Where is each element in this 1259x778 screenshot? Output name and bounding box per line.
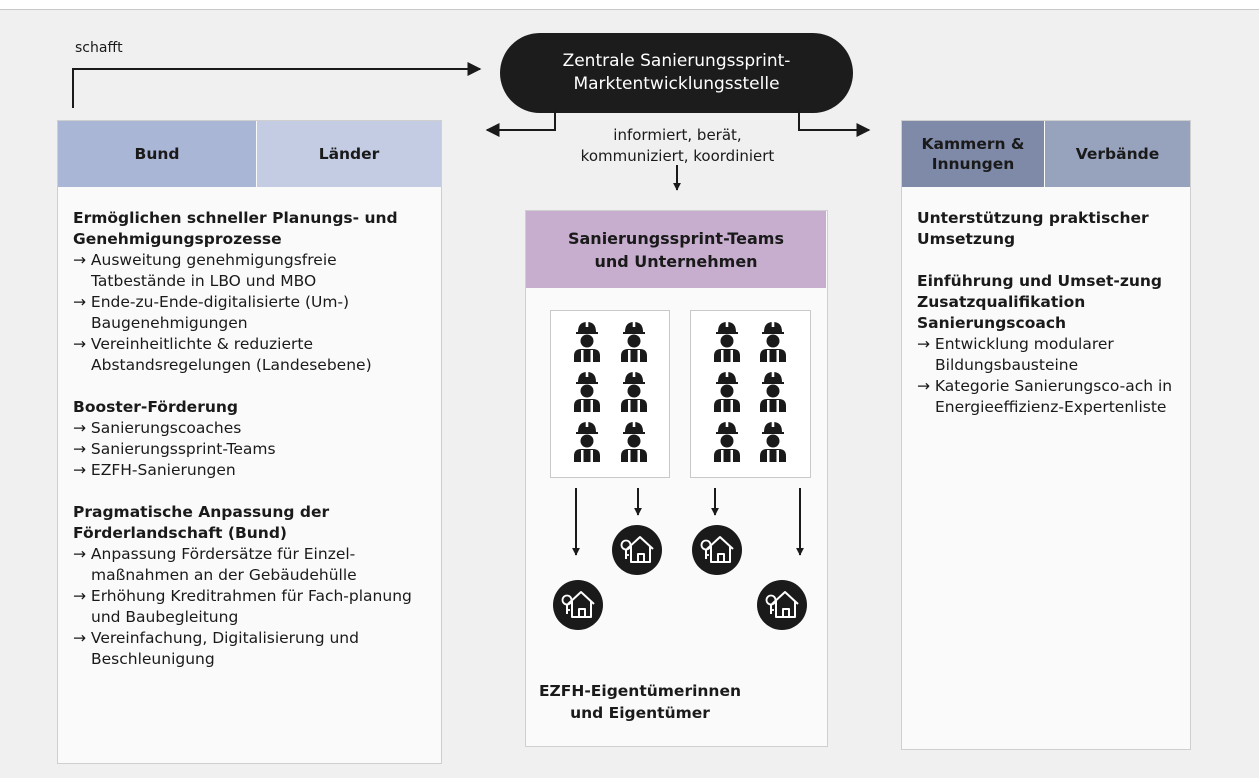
header-verbaende-label: Verbände (1075, 145, 1160, 163)
middle-panel: Sanierungssprint-Teams und Unternehmen (525, 210, 828, 747)
list-item: → Ausweitung genehmigungsfreie Tatbestän… (73, 251, 337, 290)
worker-icon (574, 372, 600, 412)
worker-icon (760, 372, 786, 412)
arrow-to-left-panel (485, 110, 556, 137)
header-kammern-label: Kammern & Innungen (921, 135, 1025, 173)
worker-group-left (550, 310, 670, 478)
list-item: → Vereinfachung, Digitalisierung und Bes… (73, 629, 359, 668)
house-key-icon (691, 524, 743, 576)
header-bund-label: Bund (134, 145, 180, 163)
section-title: Pragmatische Anpassung der Förderlandsch… (73, 503, 330, 542)
header-verbaende: Verbände (1044, 121, 1190, 187)
list-item: → EZFH-Sanierungen (73, 461, 236, 479)
central-node: Zentrale Sanierungssprint-Marktentwicklu… (500, 33, 853, 113)
worker-icon (621, 422, 647, 462)
right-panel-content: Unterstützung praktischer Umsetzung Einf… (917, 208, 1179, 418)
list-item: → Erhöhung Kreditrahmen für Fach-planung… (73, 587, 412, 626)
workers-right (714, 322, 786, 462)
arrow-to-right-panel (798, 110, 871, 137)
top-rule (0, 9, 1259, 10)
section-title: Einführung und Umset-zung Zusatzqualifik… (917, 272, 1163, 332)
list-item: → Sanierungscoaches (73, 419, 242, 437)
list-item: → Entwicklung modularer Bildungsbaustein… (917, 335, 1114, 374)
worker-icon (714, 322, 740, 362)
list-item: → Anpassung Fördersätze für Einzel-maßna… (73, 545, 357, 584)
header-bund: Bund (58, 121, 256, 187)
header-laender: Länder (256, 121, 441, 187)
arrow-schafft (72, 62, 482, 108)
worker-group-right (690, 310, 811, 478)
header-teams: Sanierungssprint-Teams und Unternehmen (526, 211, 826, 288)
header-laender-label: Länder (318, 145, 380, 163)
left-panel-content: Ermöglichen schneller Planungs- und Gene… (73, 208, 433, 670)
house-key-icon (756, 579, 808, 631)
central-actions-label: informiert, berät, kommuniziert, koordin… (580, 126, 775, 165)
worker-icon (621, 322, 647, 362)
worker-icon (574, 422, 600, 462)
worker-icon (760, 422, 786, 462)
house-key-icon (552, 579, 604, 631)
right-panel: Kammern & Innungen Verbände Unterstützun… (901, 120, 1191, 750)
section-title: Unterstützung praktischer Umsetzung (917, 209, 1149, 248)
worker-icon (760, 322, 786, 362)
header-kammern: Kammern & Innungen (902, 121, 1044, 187)
central-node-label: Zentrale Sanierungssprint-Marktentwicklu… (562, 51, 791, 94)
section-title: Ermöglichen schneller Planungs- und Gene… (73, 209, 398, 248)
workers-left (574, 322, 647, 462)
worker-icon (621, 372, 647, 412)
list-item: → Vereinheitlichte & reduzierte Abstands… (73, 335, 372, 374)
worker-icon (714, 422, 740, 462)
owners-caption: EZFH-Eigentümerinnen und Eigentümer (538, 682, 742, 722)
left-panel: Bund Länder Ermöglichen schneller Planun… (57, 120, 442, 764)
list-item: → Kategorie Sanierungsco-ach in Energiee… (917, 377, 1173, 416)
house-key-icon (611, 524, 663, 576)
header-teams-label: Sanierungssprint-Teams und Unternehmen (567, 228, 784, 271)
worker-icon (574, 322, 600, 362)
schafft-label: schafft (75, 40, 123, 56)
list-item: → Sanierungssprint-Teams (73, 440, 276, 458)
worker-icon (714, 372, 740, 412)
section-title: Booster-Förderung (73, 398, 239, 416)
list-item: → Ende-zu-Ende-digitalisierte (Um-) Baug… (73, 293, 350, 332)
